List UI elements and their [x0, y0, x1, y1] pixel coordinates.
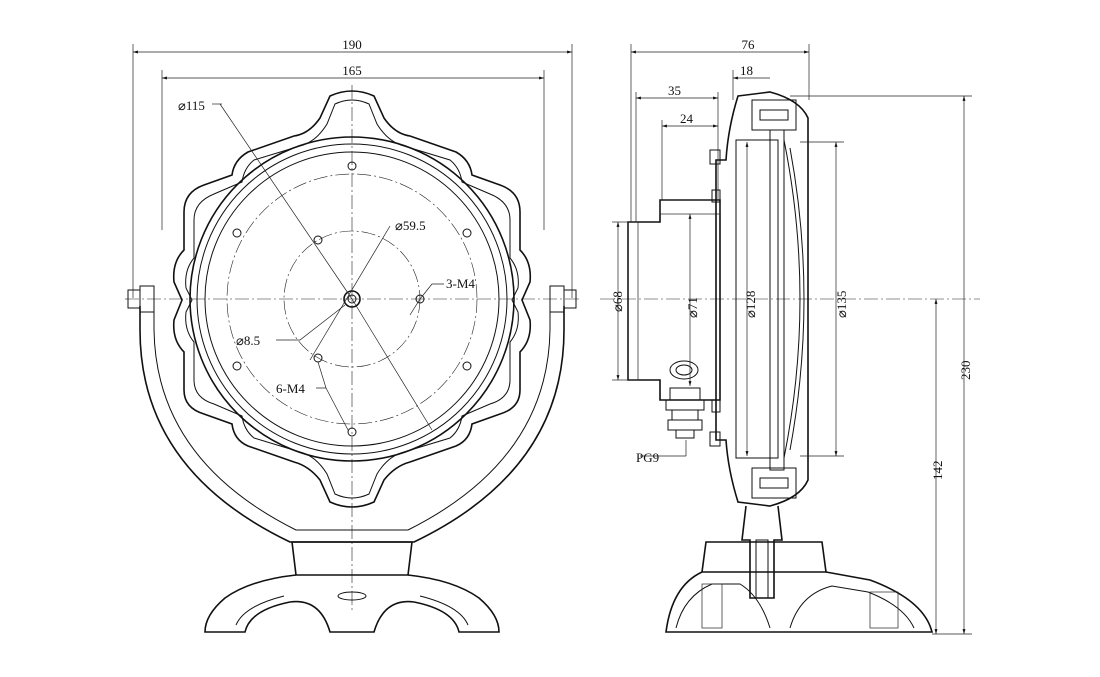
- holes-3-label: 3-M4: [446, 276, 475, 291]
- dim-18-label: 18: [740, 63, 753, 78]
- dim-35-label: 35: [668, 83, 681, 98]
- rear-housing: [627, 199, 721, 401]
- dim-depth-back: 35: [635, 83, 719, 222]
- dim-overall-width: 190: [132, 37, 573, 298]
- dim-dia-71: ⌀71: [685, 214, 700, 386]
- dim-depth-overall: 76: [630, 37, 810, 222]
- dia-135-label: ⌀135: [834, 291, 849, 318]
- pivot-bolts: [127, 285, 577, 313]
- dim-dia-128: ⌀128: [743, 142, 758, 456]
- front-view: 190 165: [125, 37, 582, 633]
- side-view: 76 18 35 24: [600, 37, 980, 635]
- dim-height-axis: 142: [930, 299, 945, 634]
- holes-6-label: 6-M4: [276, 381, 305, 396]
- dim-body-width: 165: [161, 63, 545, 230]
- dia-59-5-label: ⌀59.5: [395, 218, 426, 233]
- dim-dia-68: ⌀68: [610, 221, 628, 381]
- dim-165-label: 165: [342, 63, 362, 78]
- dim-190-label: 190: [342, 37, 362, 52]
- dim-dia-135: ⌀135: [800, 141, 849, 457]
- dim-height-total: 230: [790, 95, 973, 635]
- dim-142-label: 142: [930, 461, 945, 481]
- pg9-label: PG9: [636, 450, 659, 465]
- dia-68-label: ⌀68: [610, 291, 625, 312]
- dim-76-label: 76: [742, 37, 756, 52]
- dim-230-label: 230: [958, 361, 973, 381]
- dim-depth-boss: 24: [661, 111, 718, 200]
- pg9-gland: PG9: [636, 387, 705, 465]
- dia-128-label: ⌀128: [743, 291, 758, 318]
- dim-24-label: 24: [680, 111, 694, 126]
- front-base: [204, 541, 500, 633]
- side-base: [665, 541, 934, 633]
- holes-6-m4: [232, 161, 472, 437]
- dia-115-label: ⌀115: [178, 98, 205, 113]
- housing-outline: [172, 90, 532, 508]
- dia-8-5-label: ⌀8.5: [236, 333, 260, 348]
- lamp-body: [715, 91, 809, 507]
- dim-depth-rim: 18: [732, 63, 770, 100]
- dia-71-label: ⌀71: [685, 297, 700, 318]
- stem: [741, 505, 783, 599]
